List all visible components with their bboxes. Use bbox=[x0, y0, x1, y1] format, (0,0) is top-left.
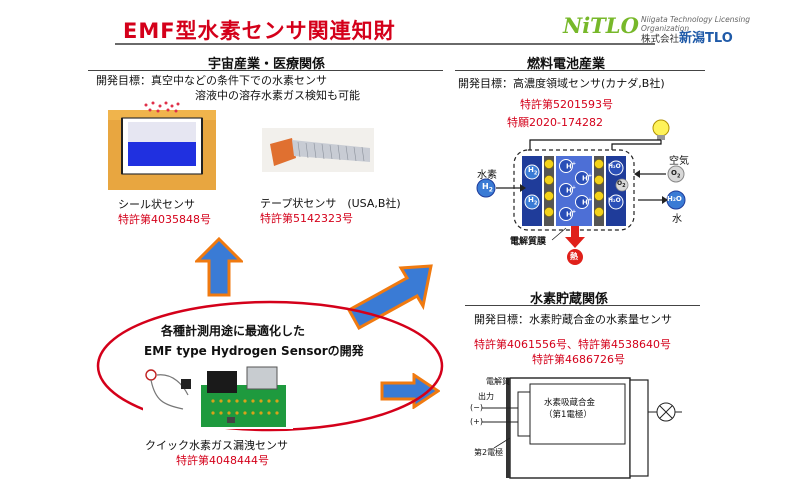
logo-company-name: 新潟TLO bbox=[679, 31, 733, 46]
quick-sensor-image bbox=[143, 365, 293, 429]
hplus-label-2: H+ bbox=[566, 185, 577, 195]
storage-label-alloy: 水素吸蔵合金 bbox=[544, 398, 596, 408]
storage-rule bbox=[465, 305, 700, 306]
storage-patent-2: 特許第4686726号 bbox=[532, 353, 625, 366]
fuel-patent-2: 特願2020-174282 bbox=[507, 116, 603, 129]
logo-company-prefix: 株式会社 bbox=[641, 34, 680, 45]
storage-label-electrolyte: 電解質 bbox=[486, 377, 510, 386]
seal-sensor-label: シール状センサ bbox=[118, 198, 195, 211]
storage-label-output: 出力 bbox=[478, 392, 494, 401]
tape-sensor-label: テープ状センサ (USA,B社) bbox=[260, 197, 401, 210]
center-ellipse bbox=[96, 300, 444, 432]
storage-patent-1: 特許第4061556号、特許第4538640号 bbox=[474, 338, 671, 351]
storage-goal: 開発目標：水素貯蔵合金の水素量センサ bbox=[474, 313, 672, 326]
fuel-label-heat: 熱 bbox=[570, 252, 578, 261]
title-underline bbox=[115, 43, 655, 45]
tape-sensor-image bbox=[262, 128, 374, 172]
page-title: EMF型水素センサ関連知財 bbox=[123, 19, 396, 43]
seal-sensor-patent: 特許第4035848号 bbox=[118, 213, 211, 226]
o2-cathode-label: O2 bbox=[617, 180, 626, 190]
fuel-goal: 開発目標：高濃度領域センサ(カナダ,B社) bbox=[458, 77, 665, 90]
storage-label-plus: (+) bbox=[470, 417, 483, 426]
space-heading: 宇宙産業・医療関係 bbox=[208, 57, 326, 72]
hplus-label-1: H+ bbox=[566, 161, 577, 171]
fuel-heading: 燃料電池産業 bbox=[527, 57, 606, 72]
space-rule bbox=[88, 70, 443, 71]
h2o-output-label: H₂O bbox=[667, 195, 682, 203]
hplus-label-4: H+ bbox=[582, 173, 593, 183]
h2o-cathode-label: H₂O bbox=[608, 163, 621, 170]
logo-mark: NiTLO bbox=[563, 13, 639, 38]
arrow-to-storage bbox=[380, 373, 440, 409]
fuel-patent-1: 特許第5201593号 bbox=[520, 98, 613, 111]
storage-label-minus: (−) bbox=[470, 403, 483, 412]
h2-anode-label-2: H2 bbox=[528, 196, 538, 207]
logo-company: 株式会社新潟TLO bbox=[641, 27, 733, 46]
fuel-label-membrane: 電解質膜 bbox=[510, 237, 547, 247]
space-goal-line1: 開発目標：真空中などの条件下での水素センサ bbox=[96, 74, 327, 87]
storage-label-electrode2: 第2電極 bbox=[474, 448, 504, 457]
hplus-label-5: H+ bbox=[582, 197, 593, 207]
h2-input-label: H2 bbox=[482, 182, 493, 194]
storage-sensor-diagram bbox=[482, 377, 682, 479]
fuel-rule bbox=[455, 70, 705, 71]
o2-input-label: O2 bbox=[671, 169, 681, 180]
fuel-label-water: 水 bbox=[672, 214, 682, 225]
seal-sensor-diagram bbox=[108, 101, 216, 190]
quick-sensor-label: クイック水素ガス漏洩センサ bbox=[145, 439, 288, 452]
tape-sensor-patent: 特許第5142323号 bbox=[260, 212, 353, 225]
storage-label-electrode1: （第1電極） bbox=[544, 410, 592, 420]
fuel-label-hydrogen: 水素 bbox=[477, 170, 497, 181]
fuel-cell-diagram bbox=[476, 119, 686, 265]
fuel-label-air: 空気 bbox=[669, 156, 689, 167]
hplus-label-3: H+ bbox=[566, 209, 577, 219]
h2-anode-label: H2 bbox=[528, 166, 538, 177]
center-line2: EMF type Hydrogen Sensorの開発 bbox=[144, 344, 364, 358]
arrow-up-space bbox=[195, 237, 243, 297]
h2o-cathode-label-2: H₂O bbox=[608, 197, 621, 204]
quick-sensor-patent: 特許第4048444号 bbox=[176, 454, 269, 467]
storage-heading: 水素貯蔵関係 bbox=[530, 292, 609, 307]
nitlo-logo: NiTLO Niigata Technology Licensing Organ… bbox=[563, 13, 793, 47]
center-line1: 各種計測用途に最適化した bbox=[161, 324, 306, 338]
space-goal-line2: 溶液中の溶存水素ガス検知も可能 bbox=[195, 89, 360, 102]
logo-org-en: Niigata Technology Licensing Organizatio… bbox=[641, 15, 751, 33]
